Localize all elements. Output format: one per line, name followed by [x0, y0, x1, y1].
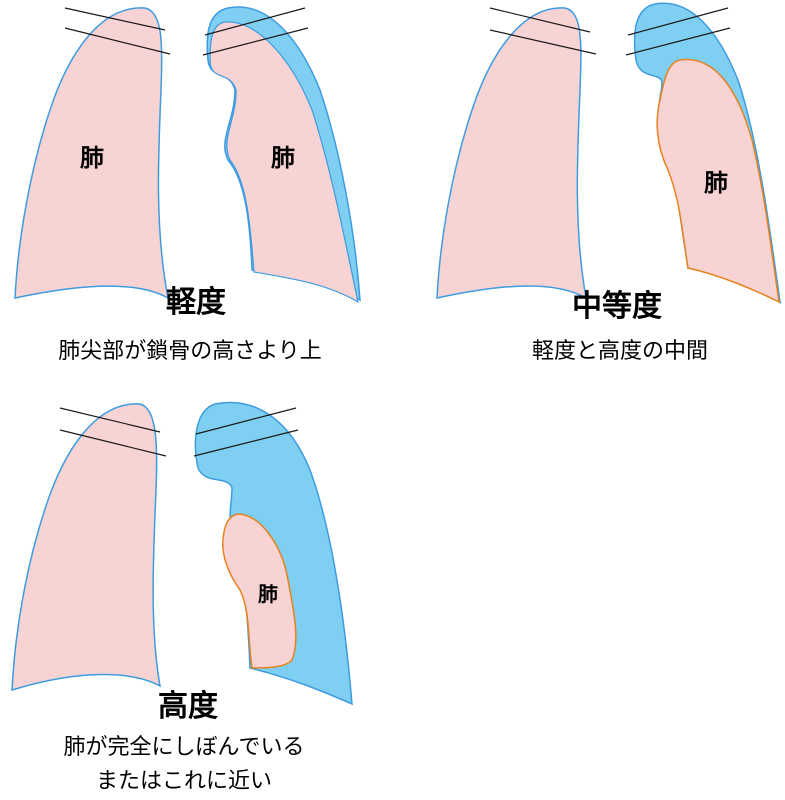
severe-right-lung-label: 肺: [258, 582, 278, 606]
severe-rib-line-right-lower: [193, 429, 299, 457]
moderate-left-lung: [436, 7, 588, 300]
mild-title: 軽度: [166, 285, 226, 320]
severe-description-line1: 肺が完全にしぼんでいる: [64, 735, 305, 760]
moderate-rib-line-right-upper: [627, 7, 729, 36]
moderate-title: 中等度: [572, 289, 662, 324]
moderate-description: 軽度と高度の中間: [532, 339, 708, 364]
mild-left-lung-label: 肺: [80, 144, 104, 172]
moderate-right-lung: [656, 58, 780, 304]
moderate-right-lung-label: 肺: [704, 169, 728, 197]
panel-severe: 肺 高度 肺が完全にしぼんでいる またはこれに近い: [11, 401, 353, 794]
mild-rib-line-left-lower: [64, 27, 171, 55]
severe-description-line2: またはこれに近い: [96, 769, 272, 794]
mild-rib-line-left-upper: [64, 7, 166, 31]
severe-title: 高度: [158, 689, 218, 724]
mild-rib-line-right-lower: [202, 27, 309, 56]
severe-right-lung: [222, 513, 297, 669]
mild-description: 肺尖部が鎖骨の高さより上: [58, 339, 322, 364]
severe-rib-line-right-upper: [195, 407, 297, 435]
mild-left-lung: [14, 7, 170, 300]
mild-right-lung-label: 肺: [271, 144, 295, 172]
severe-rib-line-left-upper: [59, 407, 161, 433]
severe-rib-line-left-lower: [59, 429, 167, 457]
moderate-rib-line-right-lower: [625, 27, 731, 56]
mild-rib-line-right-upper: [204, 7, 306, 36]
panel-mild: 肺 肺 軽度 肺尖部が鎖骨の高さより上: [14, 6, 361, 364]
moderate-rib-line-left-lower: [489, 29, 597, 55]
severe-left-lung: [11, 403, 162, 692]
moderate-rib-line-left-upper: [489, 7, 591, 33]
panel-moderate: 肺 中等度 軽度と高度の中間: [436, 2, 782, 364]
mild-right-lung: [209, 21, 359, 304]
